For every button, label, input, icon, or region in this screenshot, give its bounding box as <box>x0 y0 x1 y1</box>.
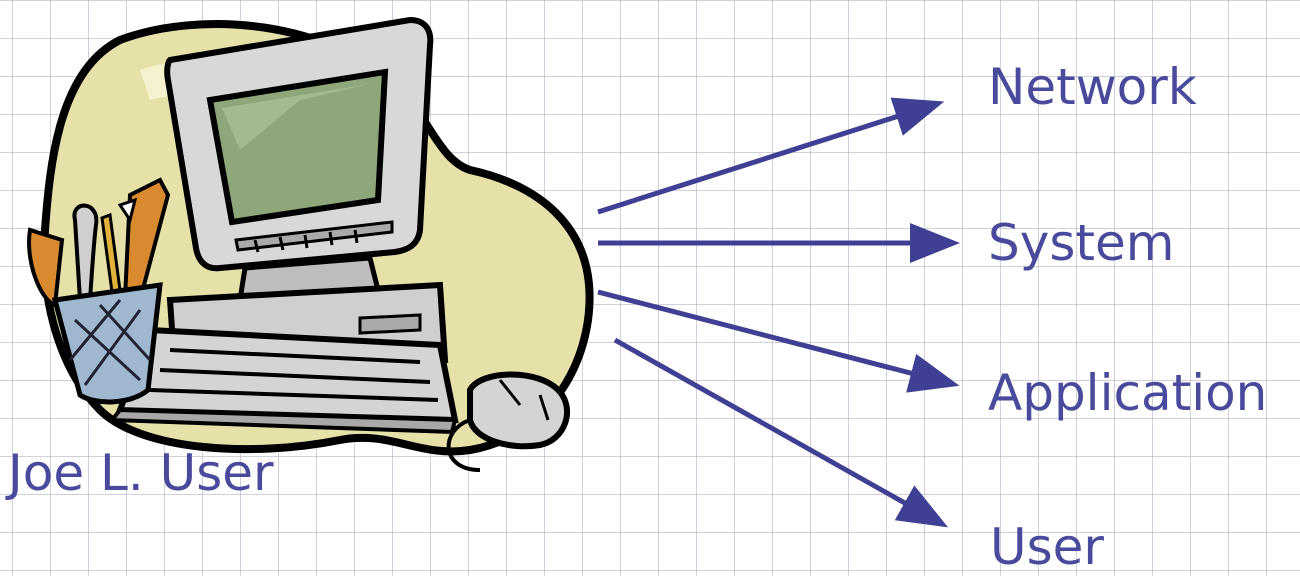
arrow-to-application <box>598 292 945 382</box>
monitor-screen <box>210 72 385 222</box>
target-label-system: System <box>988 218 1174 268</box>
target-label-application: Application <box>988 368 1267 418</box>
computer-clipart <box>29 20 590 470</box>
target-label-user: User <box>990 522 1104 572</box>
arrow-to-network <box>598 106 930 212</box>
source-label: Joe L. User <box>8 448 274 498</box>
target-label-network: Network <box>988 62 1197 112</box>
